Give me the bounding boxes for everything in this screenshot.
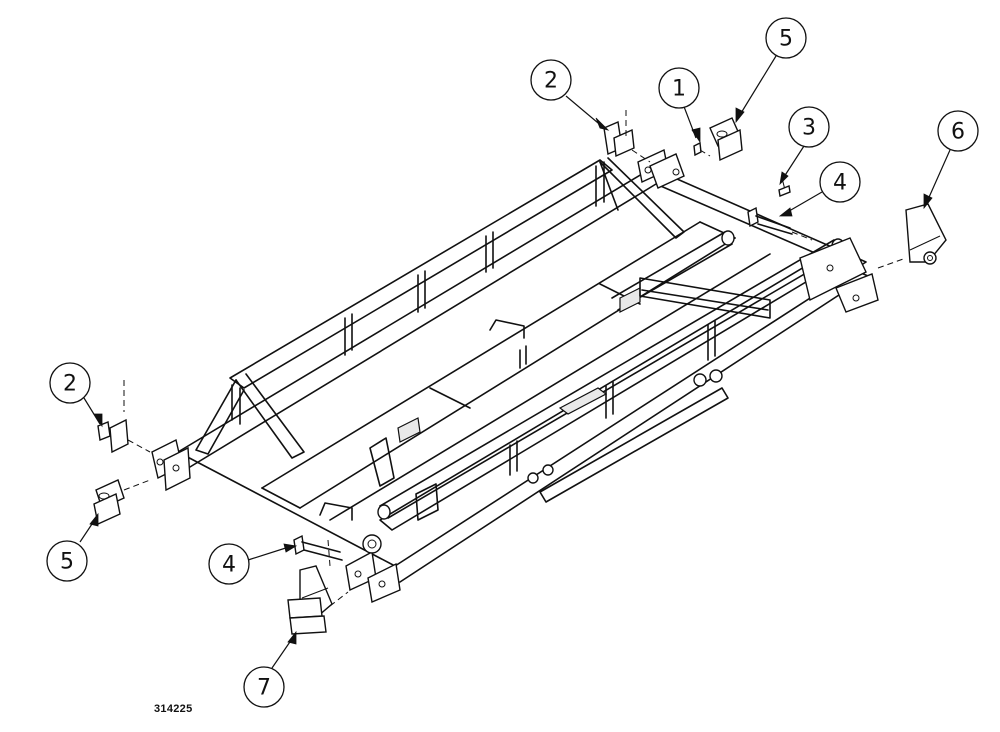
svg-text:2: 2 — [544, 69, 558, 94]
callout-5-top: 5 — [735, 17, 807, 124]
callout-3: 3 — [779, 106, 830, 186]
svg-text:3: 3 — [802, 116, 816, 141]
pivot-collar — [362, 534, 382, 554]
hinge-front-left — [345, 550, 401, 603]
hinge-front-right — [799, 237, 879, 313]
main-frame — [177, 157, 869, 583]
callout-7: 7 — [243, 630, 297, 708]
callout-4-front: 4 — [208, 543, 298, 585]
fastener-part-1 — [693, 141, 711, 157]
bracket-part-7 — [287, 565, 349, 635]
svg-text:7: 7 — [257, 676, 271, 701]
clevis-part-5-left — [93, 479, 151, 526]
svg-text:4: 4 — [222, 553, 236, 578]
callout-5-left: 5 — [46, 512, 99, 582]
svg-text:1: 1 — [672, 77, 686, 102]
drawing-number: 314225 — [154, 703, 193, 715]
svg-text:5: 5 — [779, 27, 793, 52]
bracket-part-6 — [877, 203, 947, 269]
clevis-part-5-top — [709, 117, 743, 162]
pin-part-4-front — [293, 534, 343, 567]
hinge-right-rear — [637, 148, 685, 189]
callout-2-left: 2 — [49, 362, 103, 428]
svg-text:5: 5 — [60, 550, 74, 575]
pin-part-2-left — [97, 380, 151, 454]
callout-4-top: 4 — [778, 161, 861, 217]
hinge-left-rear — [151, 438, 191, 492]
pin-part-2-top — [603, 110, 651, 163]
svg-text:4: 4 — [833, 171, 847, 196]
callout-2-top: 2 — [530, 59, 610, 131]
svg-text:6: 6 — [951, 120, 965, 145]
pin-part-4-top — [747, 206, 813, 241]
callout-1: 1 — [658, 67, 701, 144]
callout-6: 6 — [923, 110, 979, 210]
svg-text:2: 2 — [63, 372, 77, 397]
